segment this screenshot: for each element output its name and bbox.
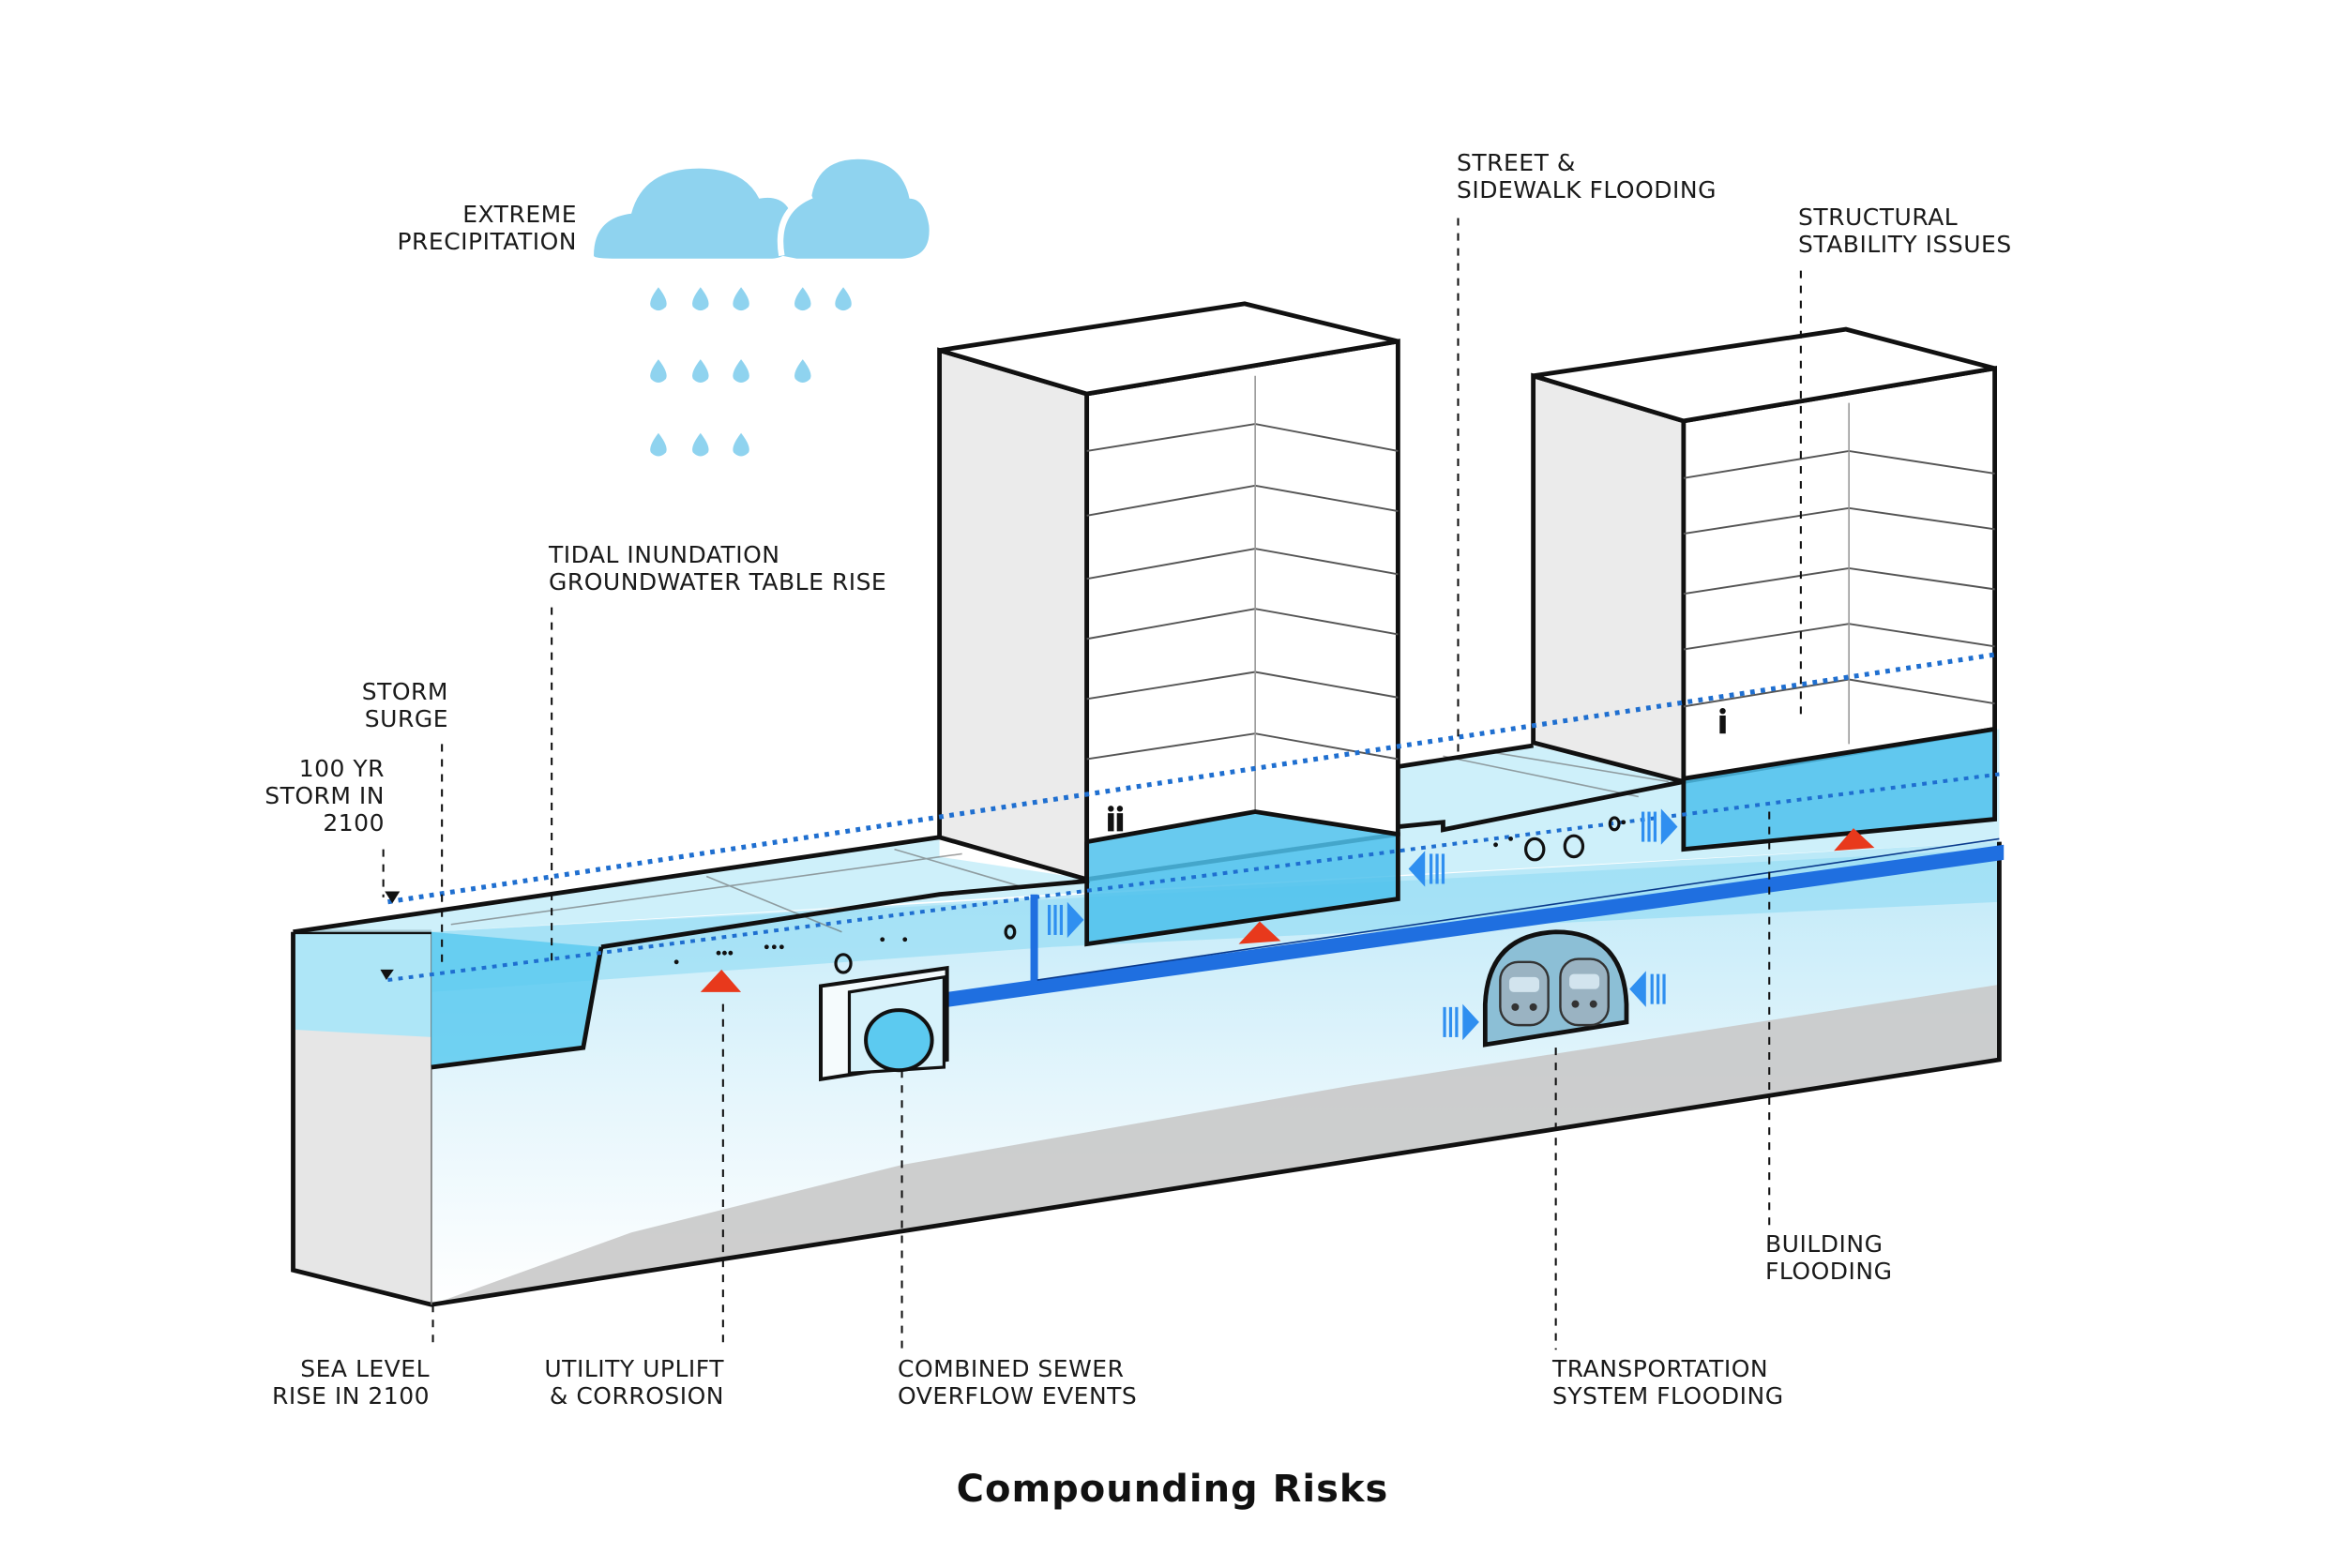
label-extreme-precipitation: EXTREME PRECIPITATION [281,201,577,255]
raindrop-icon [692,287,709,311]
cloud-icon [594,158,930,259]
raindrop-icon [650,359,667,384]
storm-marker-icon [385,891,401,904]
label-line: STRUCTURAL [1798,204,1959,231]
sea-level-line [387,772,2000,983]
label-line: SEA LEVEL [300,1355,430,1382]
flow-arrow-icon [1443,1003,1479,1041]
label-100yr-storm: 100 YR STORM IN 2100 [225,755,385,837]
flow-arrow-icon [1629,971,1666,1007]
label-line: UTILITY UPLIFT [544,1355,724,1382]
raindrop-icon [733,359,749,384]
label-line: 100 YR [298,755,385,782]
label-line: & CORROSION [549,1382,724,1410]
label-line: STORM IN [265,782,385,809]
uplift-arrow-icon [700,828,1875,992]
flow-arrow-icon [1408,851,1445,887]
raindrop-icon [794,359,811,384]
label-line: SIDEWALK FLOODING [1457,176,1717,204]
pedestrian-icon [1108,707,1726,832]
label-transportation: TRANSPORTATION SYSTEM FLOODING [1552,1355,1784,1410]
label-line: TRANSPORTATION [1552,1355,1769,1382]
label-line: STREET & [1457,149,1576,176]
building-left [937,301,1400,947]
label-line: OVERFLOW EVENTS [898,1382,1138,1410]
flow-arrow-icon [1642,808,1678,845]
label-line: SYSTEM FLOODING [1552,1382,1784,1410]
label-line: STORM [361,678,448,705]
label-line: FLOODING [1765,1258,1893,1285]
label-tidal-inundation: TIDAL INUNDATION GROUNDWATER TABLE RISE [549,541,886,596]
label-line: PRECIPITATION [397,228,577,255]
label-line: TIDAL INUNDATION [549,541,780,568]
label-building-flooding: BUILDING FLOODING [1765,1230,1892,1285]
sewer-outfall-icon [864,1008,934,1073]
raindrop-icon [835,287,852,311]
label-utility-uplift: UTILITY UPLIFT & CORROSION [507,1355,724,1410]
label-street-flooding: STREET & SIDEWALK FLOODING [1457,149,1717,204]
label-line: 2100 [323,809,385,837]
train-icon [1499,957,1610,1027]
label-line: SURGE [364,705,448,732]
leader-lines [382,218,1802,1350]
storm-100yr-line [387,651,2000,905]
label-line: COMBINED SEWER [898,1355,1125,1382]
raindrop-icon [733,432,749,457]
label-combined-sewer: COMBINED SEWER OVERFLOW EVENTS [898,1355,1137,1410]
label-line: RISE IN 2100 [272,1382,430,1410]
raindrop-icon [692,359,709,384]
raindrop-icon [733,287,749,311]
label-line: GROUNDWATER TABLE RISE [549,568,887,596]
sea-level-marker-icon [380,969,394,981]
raindrop-icon [650,287,667,311]
diagram-title: Compounding Risks [956,1468,1389,1511]
flow-arrow-icon [1047,901,1084,939]
label-line: BUILDING [1765,1230,1884,1258]
utility-pipe [946,837,2005,1007]
raindrop-icon [692,432,709,457]
rain-drops [650,287,852,457]
label-sea-level-rise: SEA LEVEL RISE IN 2100 [225,1355,430,1410]
label-storm-surge: STORM SURGE [310,678,448,732]
label-structural-stability: STRUCTURAL STABILITY ISSUES [1798,204,2012,258]
transit-tunnel [1482,929,1629,1048]
raindrop-icon [794,287,811,311]
label-line: EXTREME [462,201,577,228]
utility-dots [673,820,1626,965]
label-line: STABILITY ISSUES [1798,231,2012,258]
raindrop-icon [650,432,667,457]
utility-openings [834,816,1621,974]
sewer-chamber [818,965,949,1082]
building-right [1531,326,1998,852]
flow-arrow-icon [1047,808,1678,1041]
street-surface [293,729,2000,1070]
flood-level-lines [387,651,2000,983]
